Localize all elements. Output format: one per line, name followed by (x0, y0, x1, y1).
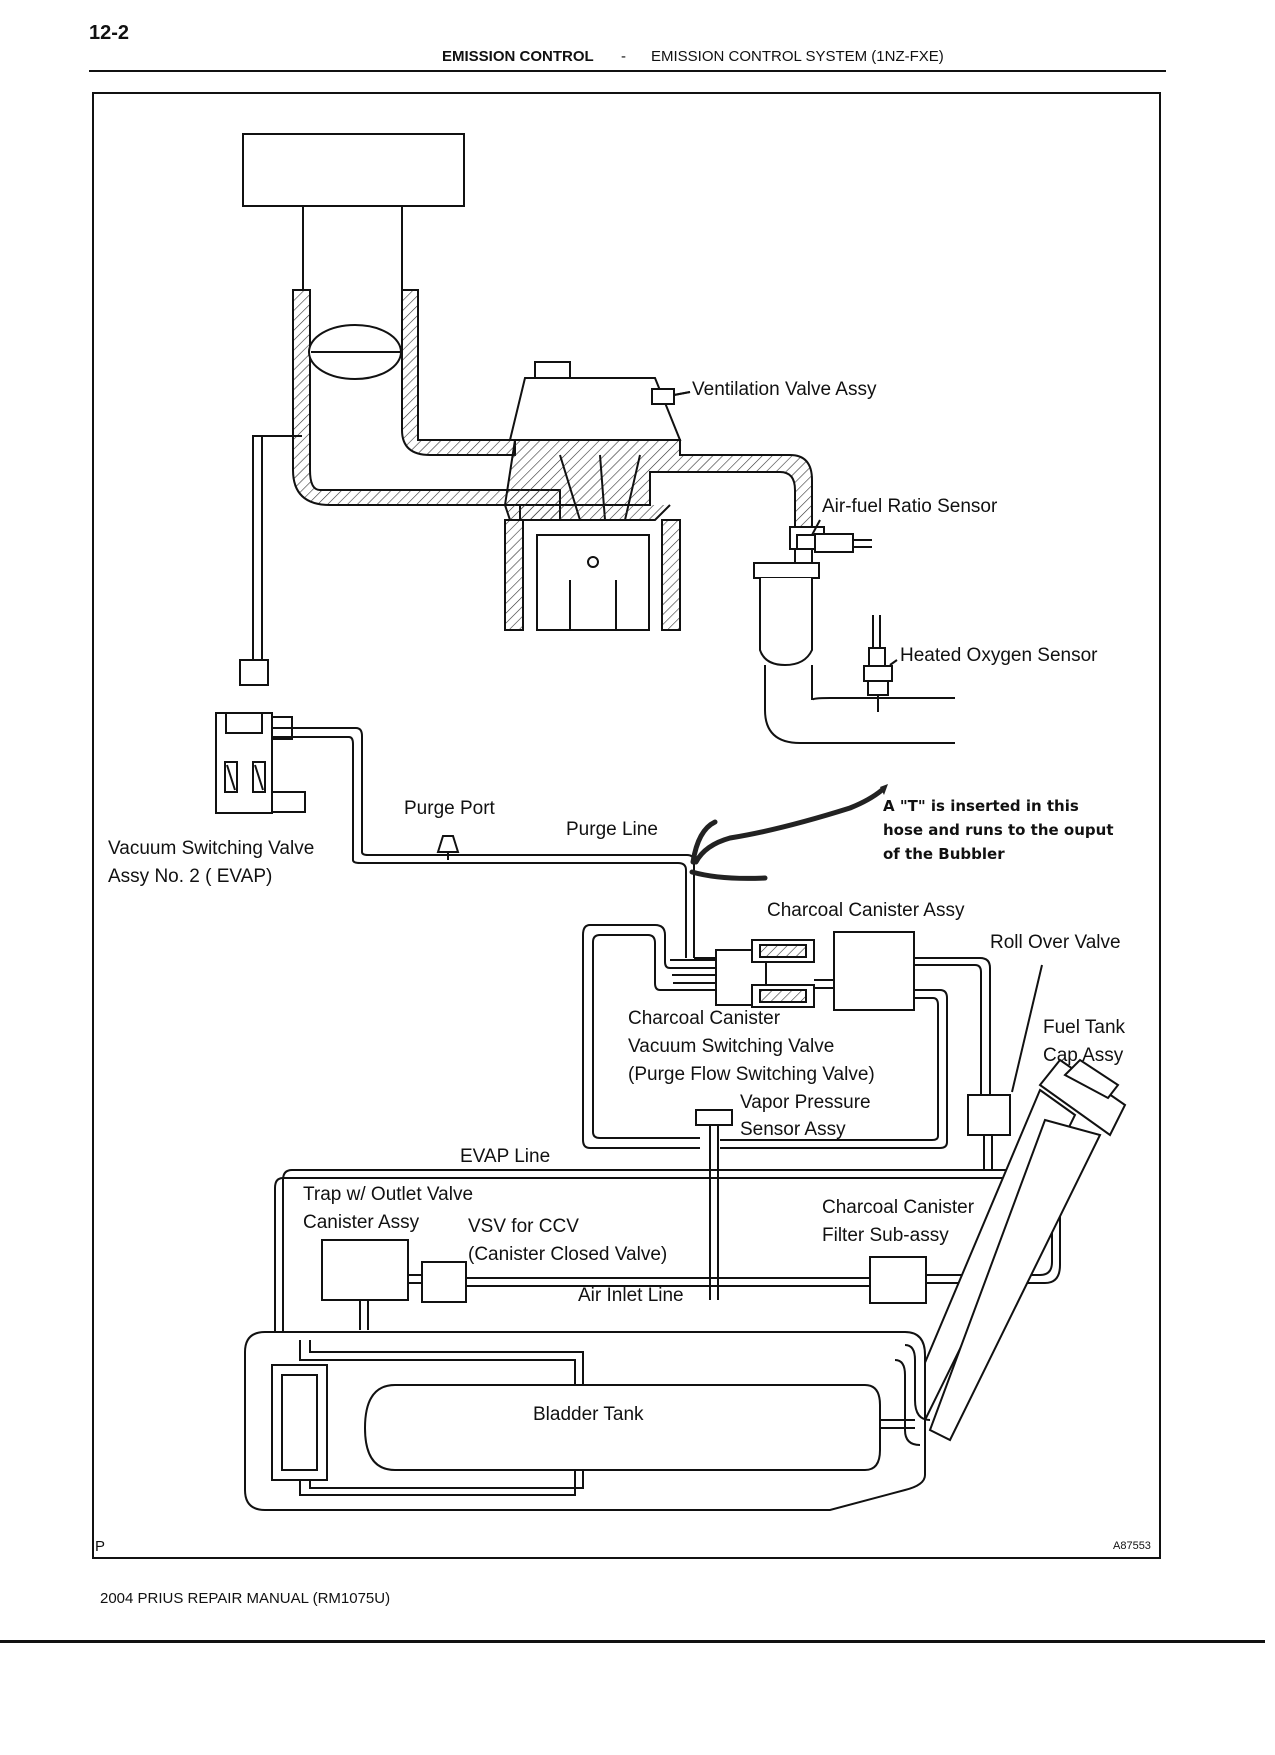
label-fuel-cap-1: Fuel Tank (1043, 1017, 1126, 1038)
label-trap-2: Canister Assy (303, 1212, 420, 1233)
label-ccvsv-3: (Purge Flow Switching Valve) (628, 1064, 875, 1085)
label-filter-2: Filter Sub-assy (822, 1225, 949, 1246)
corner-mark: P (95, 1538, 106, 1555)
label-vsv2-1: Vacuum Switching Valve (108, 838, 315, 859)
canister-loop-right (720, 957, 991, 1149)
piston (536, 534, 650, 631)
evap-line (274, 1169, 1060, 1465)
label-ventilation-valve: Ventilation Valve Assy (692, 379, 877, 400)
label-ccvsv-1: Charcoal Canister (628, 1008, 781, 1029)
canister-loop-left (582, 924, 717, 1149)
section-title: EMISSION CONTROL (442, 48, 594, 65)
trap-canister-icon (321, 1239, 409, 1301)
label-ccvsv-2: Vacuum Switching Valve (628, 1036, 835, 1057)
label-air-inlet: Air Inlet Line (578, 1285, 684, 1306)
air-inlet-line (466, 1277, 870, 1287)
bottom-rule (0, 1640, 1265, 1643)
vacuum-hose (252, 435, 302, 675)
ventilation-valve-icon (651, 388, 675, 405)
filler-neck (903, 1058, 1127, 1442)
header-rule (89, 70, 1166, 72)
canister-filter-icon (869, 1256, 927, 1304)
label-af-sensor: Air-fuel Ratio Sensor (822, 496, 998, 517)
purge-line (272, 727, 695, 958)
page-number: 12-2 (89, 22, 130, 44)
label-vsv2-2: Assy No. 2 ( EVAP) (108, 866, 273, 887)
engine-head (503, 361, 813, 631)
label-rollover-valve: Roll Over Valve (990, 932, 1121, 953)
label-vapor-1: Vapor Pressure (740, 1092, 871, 1113)
label-filter-1: Charcoal Canister (822, 1197, 975, 1218)
system-title: EMISSION CONTROL SYSTEM (1NZ-FXE) (651, 48, 944, 65)
exhaust-pipe (753, 526, 955, 744)
label-vapor-2: Sensor Assy (740, 1119, 846, 1140)
annotation-line-1: A "T" is inserted in this (883, 797, 1079, 815)
label-vsv-ccv-1: VSV for CCV (468, 1216, 579, 1237)
vsv2-icon (215, 659, 306, 814)
header-separator: - (621, 48, 626, 65)
footer: 2004 PRIUS REPAIR MANUAL (RM1075U) (100, 1590, 391, 1607)
vsv-ccv-icon (421, 1261, 467, 1303)
marker-annotation (689, 787, 885, 881)
label-bladder-tank: Bladder Tank (533, 1404, 644, 1425)
label-purge-line: Purge Line (566, 819, 658, 840)
af-sensor-icon (796, 533, 872, 553)
label-fuel-cap-2: Cap Assy (1043, 1045, 1124, 1066)
label-trap-1: Trap w/ Outlet Valve (303, 1184, 474, 1205)
ccvsv-icon (715, 939, 834, 1008)
o2-sensor-icon (863, 615, 893, 712)
charcoal-canister-icon (833, 931, 915, 1011)
diagram-frame (92, 92, 1161, 1559)
label-charcoal-canister: Charcoal Canister Assy (767, 900, 965, 921)
label-evap-line: EVAP Line (460, 1146, 551, 1167)
rollover-valve-icon (967, 1094, 1011, 1136)
label-vsv-ccv-2: (Canister Closed Valve) (468, 1244, 668, 1265)
vapor-pressure-sensor-icon (695, 1109, 733, 1126)
annotation-line-3: of the Bubbler (883, 845, 1005, 863)
label-o2-sensor: Heated Oxygen Sensor (900, 645, 1098, 666)
tank-canister-icon (271, 1364, 328, 1481)
annotation-line-2: hose and runs to the ouput (883, 821, 1114, 839)
purge-port-icon (436, 835, 460, 860)
air-cleaner-box (242, 133, 465, 207)
figure-code: A87553 (1113, 1540, 1151, 1552)
bladder-outline (363, 1384, 881, 1471)
label-purge-port: Purge Port (404, 798, 495, 819)
